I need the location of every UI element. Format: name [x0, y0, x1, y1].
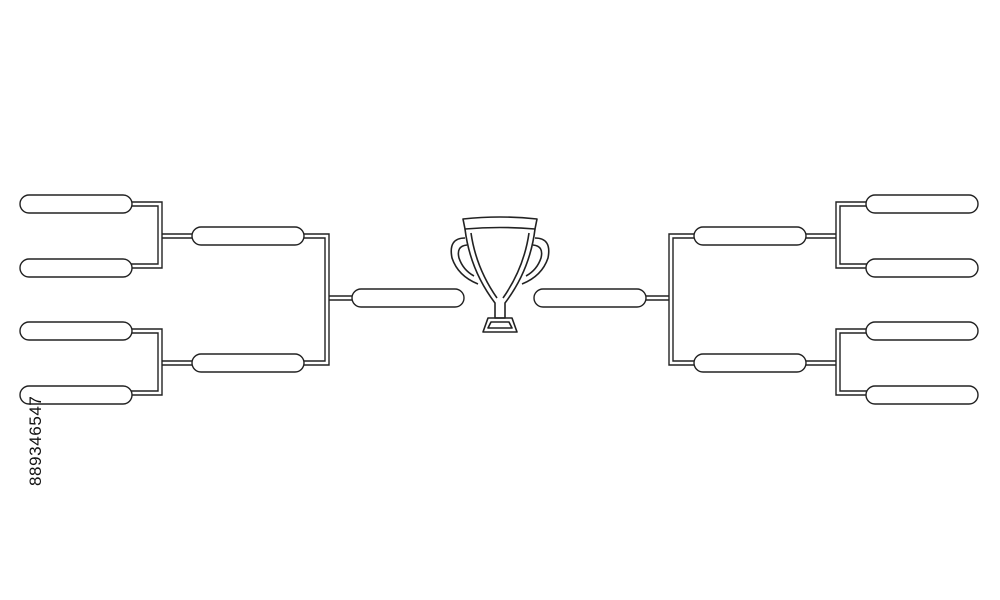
right-r1-slot-4[interactable] — [865, 385, 979, 405]
stock-id-text: 889346547 — [26, 395, 45, 487]
right-r1-slot-3[interactable] — [865, 321, 979, 341]
right-final-slot[interactable] — [533, 288, 647, 308]
right-r2-slot-1[interactable] — [693, 226, 807, 246]
right-r2-slot-2[interactable] — [693, 353, 807, 373]
left-connectors — [128, 201, 355, 396]
left-r1-slot-4[interactable] — [19, 385, 133, 405]
trophy-icon — [450, 216, 550, 333]
right-r1-slot-2[interactable] — [865, 258, 979, 278]
left-r1-slot-3[interactable] — [19, 321, 133, 341]
right-r1-slot-1[interactable] — [865, 194, 979, 214]
left-r1-slot-2[interactable] — [19, 258, 133, 278]
left-r2-slot-2[interactable] — [191, 353, 305, 373]
right-connectors — [643, 201, 870, 396]
left-final-slot[interactable] — [351, 288, 465, 308]
left-r1-slot-1[interactable] — [19, 194, 133, 214]
left-r2-slot-1[interactable] — [191, 226, 305, 246]
